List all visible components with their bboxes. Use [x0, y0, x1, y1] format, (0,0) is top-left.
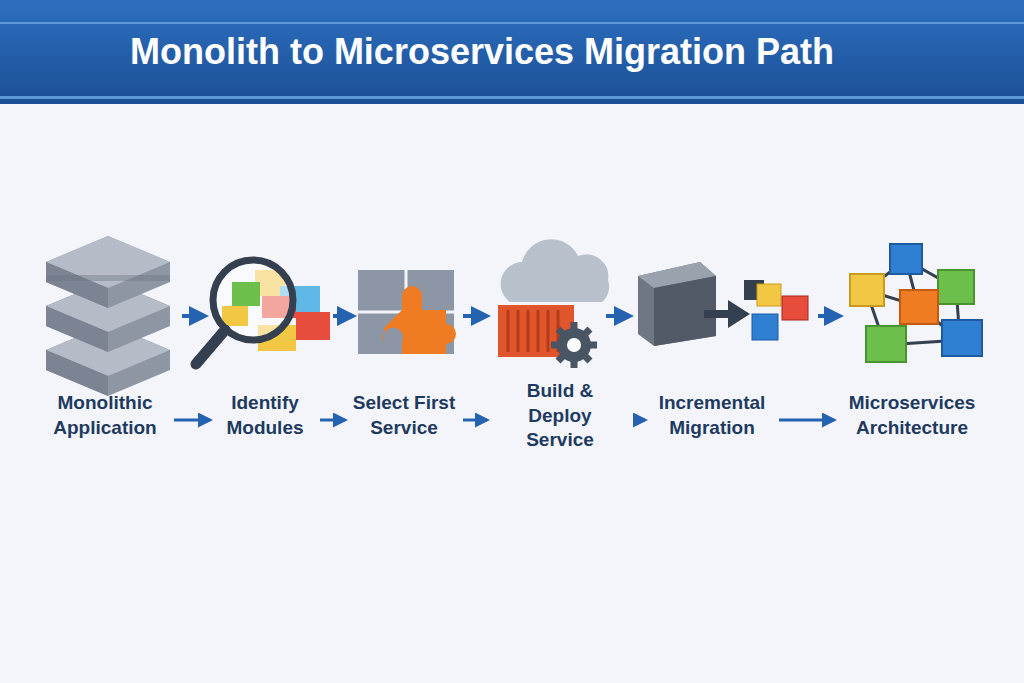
flow-arrow — [333, 314, 353, 318]
banner-stripe — [0, 22, 1024, 24]
stage-label: Identify Modules — [217, 391, 313, 440]
flow-arrow — [606, 314, 630, 318]
title-banner — [0, 0, 1024, 104]
flow-arrow — [463, 314, 487, 318]
stage-label-box: Incremental Migration — [648, 389, 776, 442]
stage-label-box: Build & Deploy Service — [490, 377, 630, 455]
diagram-title: Monolith to Microservices Migration Path — [0, 0, 1024, 104]
flow-arrow — [182, 314, 205, 318]
puzzle-icon — [358, 270, 456, 354]
flow-arrow — [818, 314, 840, 318]
flow-arrow — [779, 419, 834, 422]
stage-label-box: Identify Modules — [213, 389, 317, 442]
flow-arrow — [633, 419, 645, 422]
stage-label: Select First Service — [352, 391, 456, 440]
stage-label: Monolithic Application — [43, 391, 167, 440]
stage-label-box: Select First Service — [348, 389, 460, 442]
stage-label-box: Microservices Architecture — [837, 389, 987, 442]
flow-arrow — [320, 419, 345, 422]
cloud-container-icon — [498, 239, 609, 368]
migration-icon — [638, 262, 808, 346]
banner-stripe — [0, 96, 1024, 99]
microservices-network-icon — [850, 244, 982, 362]
server-stack-icon — [46, 236, 170, 396]
flow-arrow — [463, 419, 487, 422]
stage-label-box: Monolithic Application — [39, 389, 171, 442]
magnifier-icon — [196, 260, 330, 364]
stage-label: Build & Deploy Service — [494, 379, 626, 453]
stage-label: Incremental Migration — [652, 391, 772, 440]
stage-label: Microservices Architecture — [841, 391, 983, 440]
flow-arrow — [174, 419, 210, 422]
